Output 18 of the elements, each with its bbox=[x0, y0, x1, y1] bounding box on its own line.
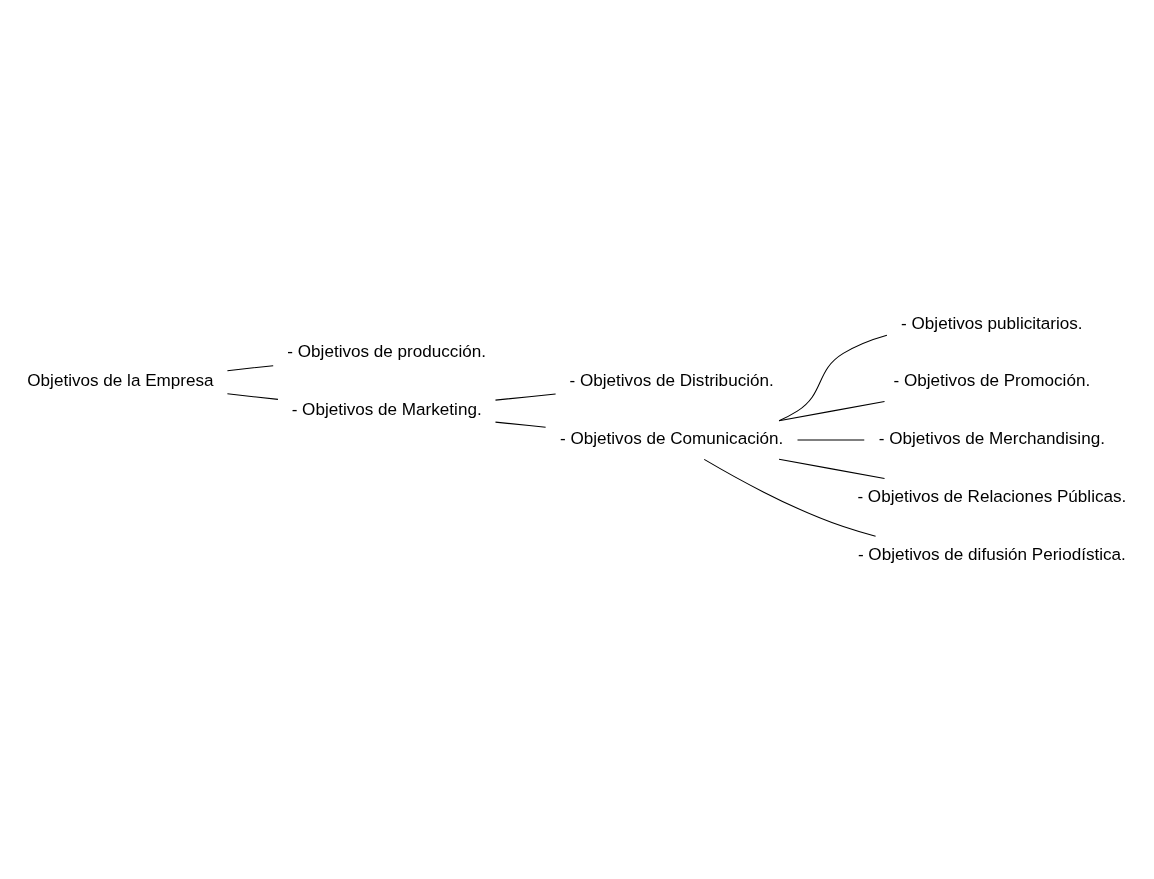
node-text: - Objetivos de Comunicación. bbox=[559, 428, 784, 448]
connector bbox=[494, 392, 557, 401]
connector bbox=[226, 392, 279, 400]
node-text: - Objetivos de producción. bbox=[287, 341, 486, 361]
node-text: - Objetivos de difusión Periodística. bbox=[857, 544, 1126, 564]
node-text: Objetivos de la Empresa bbox=[27, 370, 214, 390]
node-text: - Objetivos de Distribución. bbox=[569, 370, 774, 390]
connector bbox=[494, 421, 547, 428]
node-text: - Objetivos de Relaciones Públicas. bbox=[857, 486, 1127, 506]
node-text: - Objetivos publicitarios. bbox=[901, 313, 1083, 333]
connector bbox=[226, 364, 274, 371]
node-text: - Objetivos de Marketing. bbox=[291, 399, 482, 419]
connector bbox=[778, 400, 886, 421]
connector bbox=[778, 334, 888, 421]
connector bbox=[703, 458, 877, 537]
connector bbox=[778, 458, 886, 479]
node-text: - Objetivos de Promoción. bbox=[893, 370, 1091, 390]
node-text: - Objetivos de Merchandising. bbox=[878, 428, 1105, 448]
